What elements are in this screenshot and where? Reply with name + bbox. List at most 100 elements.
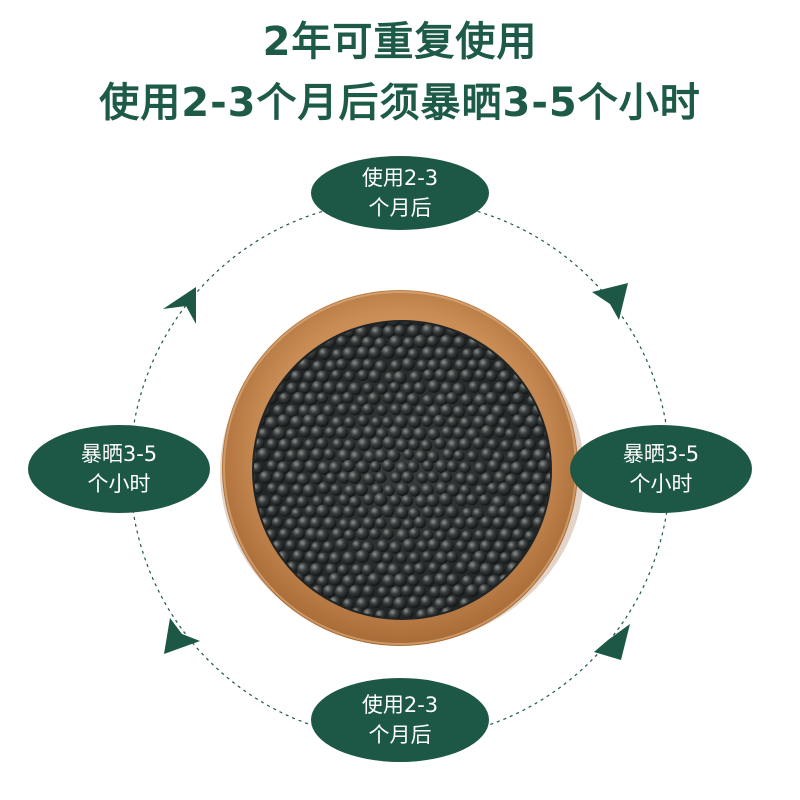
- bead: [498, 506, 510, 518]
- bead: [342, 391, 354, 404]
- bead: [312, 360, 325, 373]
- bead: [265, 416, 279, 431]
- bead: [272, 404, 285, 417]
- bead: [279, 392, 291, 405]
- bead: [446, 483, 460, 497]
- bead: [304, 392, 318, 406]
- bead: [254, 450, 260, 463]
- bead: [272, 471, 285, 484]
- bead: [500, 462, 513, 475]
- step-top-line-1: 使用2-3: [361, 166, 439, 190]
- bead: [537, 459, 550, 473]
- bead: [254, 462, 264, 475]
- bead: [350, 335, 363, 348]
- bead: [421, 323, 435, 338]
- bead: [302, 414, 316, 428]
- bead: [487, 438, 499, 451]
- bead: [440, 334, 453, 348]
- bead: [408, 507, 421, 520]
- bead: [377, 586, 389, 598]
- bead: [434, 572, 448, 586]
- bead: [427, 404, 441, 419]
- bead: [466, 427, 480, 441]
- bead: [478, 404, 492, 418]
- bead: [376, 562, 390, 576]
- bead: [525, 505, 537, 517]
- bead: [387, 322, 401, 327]
- bead: [336, 403, 349, 416]
- bead: [355, 549, 370, 563]
- bead: [278, 528, 291, 540]
- bead: [351, 540, 364, 552]
- bead: [368, 346, 381, 360]
- bead: [445, 505, 459, 519]
- bead: [388, 425, 402, 439]
- bead: [447, 416, 459, 428]
- bead: [376, 382, 388, 395]
- bead: [427, 451, 439, 463]
- bead: [324, 426, 337, 439]
- bead: [317, 575, 329, 588]
- bead: [429, 586, 441, 598]
- bead: [467, 540, 481, 555]
- bead: [465, 516, 479, 530]
- bead: [394, 324, 407, 337]
- bead: [315, 414, 329, 428]
- bead: [382, 392, 395, 404]
- bead: [349, 403, 362, 416]
- bead: [373, 322, 388, 329]
- bead: [348, 382, 362, 396]
- bead: [485, 370, 498, 382]
- bead: [493, 563, 505, 576]
- bead: [506, 380, 520, 394]
- bead: [375, 427, 389, 441]
- bead: [440, 563, 453, 576]
- bead: [355, 574, 368, 586]
- bead: [460, 369, 474, 382]
- bead: [462, 348, 474, 360]
- bead: [402, 607, 414, 618]
- bead: [434, 347, 448, 361]
- bead: [285, 496, 298, 509]
- bead: [367, 392, 381, 405]
- bead: [474, 529, 486, 541]
- bead: [296, 448, 310, 463]
- bead: [381, 416, 394, 428]
- bead: [422, 529, 434, 541]
- bead: [369, 528, 381, 540]
- bead: [433, 414, 446, 427]
- bead: [422, 460, 434, 472]
- bead: [493, 540, 506, 553]
- bead: [296, 496, 309, 508]
- bead: [362, 403, 374, 416]
- bead: [323, 584, 336, 598]
- bead: [480, 448, 494, 461]
- bead: [373, 492, 388, 507]
- bead: [317, 552, 330, 565]
- bead: [323, 495, 336, 508]
- step-left-line-1: 暴晒3-5: [80, 442, 158, 466]
- bead: [407, 324, 420, 338]
- bead: [297, 562, 311, 577]
- bead: [318, 347, 331, 360]
- step-bottom-line-1: 使用2-3: [361, 693, 439, 717]
- bead: [257, 427, 270, 440]
- bead: [494, 426, 507, 438]
- bead: [434, 551, 449, 565]
- bead: [382, 325, 396, 339]
- bead: [422, 574, 435, 587]
- bead: [485, 391, 499, 405]
- bead: [447, 527, 461, 541]
- bead: [384, 371, 396, 384]
- bead: [309, 563, 323, 577]
- bead: [491, 404, 505, 418]
- bead: [512, 483, 526, 497]
- bead: [304, 505, 317, 518]
- bead: [400, 322, 414, 327]
- bead: [512, 439, 526, 452]
- bead: [413, 585, 426, 598]
- bead: [459, 484, 472, 496]
- bead: [461, 530, 473, 542]
- bead: [382, 436, 396, 450]
